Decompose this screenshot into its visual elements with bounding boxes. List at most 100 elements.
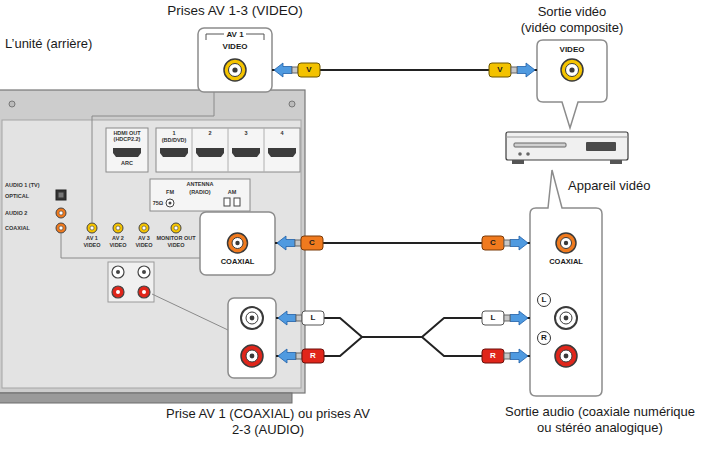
panel-label: AV 2 [112,235,124,242]
panel-coaxial-jacks [56,208,66,233]
coaxial-cable-group [275,236,530,250]
video-plugs [292,63,517,77]
video-device [518,152,522,156]
coaxial-plugs [295,240,301,246]
hdmi-input-ports [264,128,265,172]
panel-label: 1 [172,130,175,137]
panel-video-jacks [113,223,123,233]
audio-plugs [482,349,504,363]
leader-line [92,92,214,223]
zoom-callout: Prises AV 1-3 (VIDEO)AV 1VIDEO [198,28,272,92]
zoom-callout-audio [250,354,255,359]
antenna-terminals [150,179,250,211]
leader-line-group [61,233,200,258]
panel-label: AV 1 [86,235,98,242]
antenna-terminals [224,198,230,206]
device-audio-callout [530,170,602,396]
coaxial-plugs [295,236,510,250]
panel-audio-jacks [116,270,120,274]
panel-label: (RADIO) [189,189,210,196]
zoom-callout-video [198,28,272,92]
zoom-callout-coaxial [232,238,243,249]
zoom-callout-audio [246,350,258,362]
panel-label: 3 [244,130,247,137]
video-device [514,143,566,147]
panel-audio-jacks [112,286,124,298]
panel-label: VIDEO [135,242,152,249]
optical-jack [59,193,64,198]
device-audio-callout [538,332,551,345]
device-audio-callout [530,170,602,396]
optical-jack [56,190,66,200]
hdmi-input-ports [228,128,229,172]
jack-label: COAXIAL [549,257,583,266]
panel-coaxial-jacks [59,211,63,215]
panel-audio-jacks [142,290,146,294]
device-audio-callout [561,238,572,249]
video-device [526,152,530,156]
video-device [512,160,524,164]
zoom-callout-video [229,64,242,77]
arrow-head [277,236,295,250]
device-audio-callout [560,350,572,362]
audio-plugs [296,311,510,363]
arrow-head [274,63,292,77]
stereo-audio-cable-group [276,311,530,363]
zoom-callout-coaxial [200,212,275,275]
antenna-terminals [166,199,174,207]
panel-coaxial-jacks [59,226,63,230]
panel-label: FM [166,189,174,196]
speech-callout: COAXIALLRSortie audio (coaxiale numériqu… [530,208,602,396]
audio-plugs [482,311,504,325]
panel-label: HDMI OUT (HDCP2.2) [107,130,147,143]
audio-plugs [302,349,324,363]
device-audio-callout [556,233,576,253]
panel-audio-jacks [112,266,124,278]
panel-video-jacks [116,226,120,230]
zoom-callout-audio [228,298,276,378]
hdmi-out-port [106,128,148,172]
panel-video-jacks [90,226,94,230]
panel-video-jacks [171,223,181,233]
zoom-callout: Prise AV 1 (COAXIAL) ou prises AV 2-3 (A… [228,298,276,378]
plug-letter: L [311,314,316,322]
receiver-body [0,393,292,403]
receiver-body [9,101,15,107]
zoom-callout-audio [241,345,263,367]
panel-label: COAXIAL [5,225,30,232]
device-video-callout [537,40,607,128]
panel-video-jacks [142,226,146,230]
zoom-callout-audio [228,298,276,378]
video-device [506,132,628,164]
hdmi-input-ports [192,128,193,172]
antenna-terminals [234,198,240,206]
panel-label: AV 3 [138,235,150,242]
zoom-callout-audio [241,307,263,329]
hdmi-input-ports [156,128,300,172]
zoom-callout-video [206,34,224,40]
plug-letter: R [490,352,496,360]
device-audio-callout [564,354,569,359]
channel-marker: L [542,296,547,304]
leader-line [152,294,228,330]
coaxial-plugs [504,240,510,246]
arrow-head [510,349,528,363]
device-audio-callout [538,294,551,307]
hdmi-input-ports [160,148,188,157]
arrow-head [278,311,296,325]
antenna-terminals [150,179,250,211]
device-title: Appareil vidéo [568,178,650,194]
plug-letter: C [490,239,496,247]
receiver-body [2,120,301,388]
panel-label: VIDEO [83,242,100,249]
panel-label: VIDEO [109,242,126,249]
jack-label: VIDEO [223,42,248,52]
zoom-callout-coaxial [228,233,248,253]
hdmi-input-ports [196,148,224,157]
video-plugs [298,63,320,77]
leader-line-group [152,294,228,330]
zoom-callout-video [224,59,246,81]
zoom-callout-coaxial [235,241,239,245]
